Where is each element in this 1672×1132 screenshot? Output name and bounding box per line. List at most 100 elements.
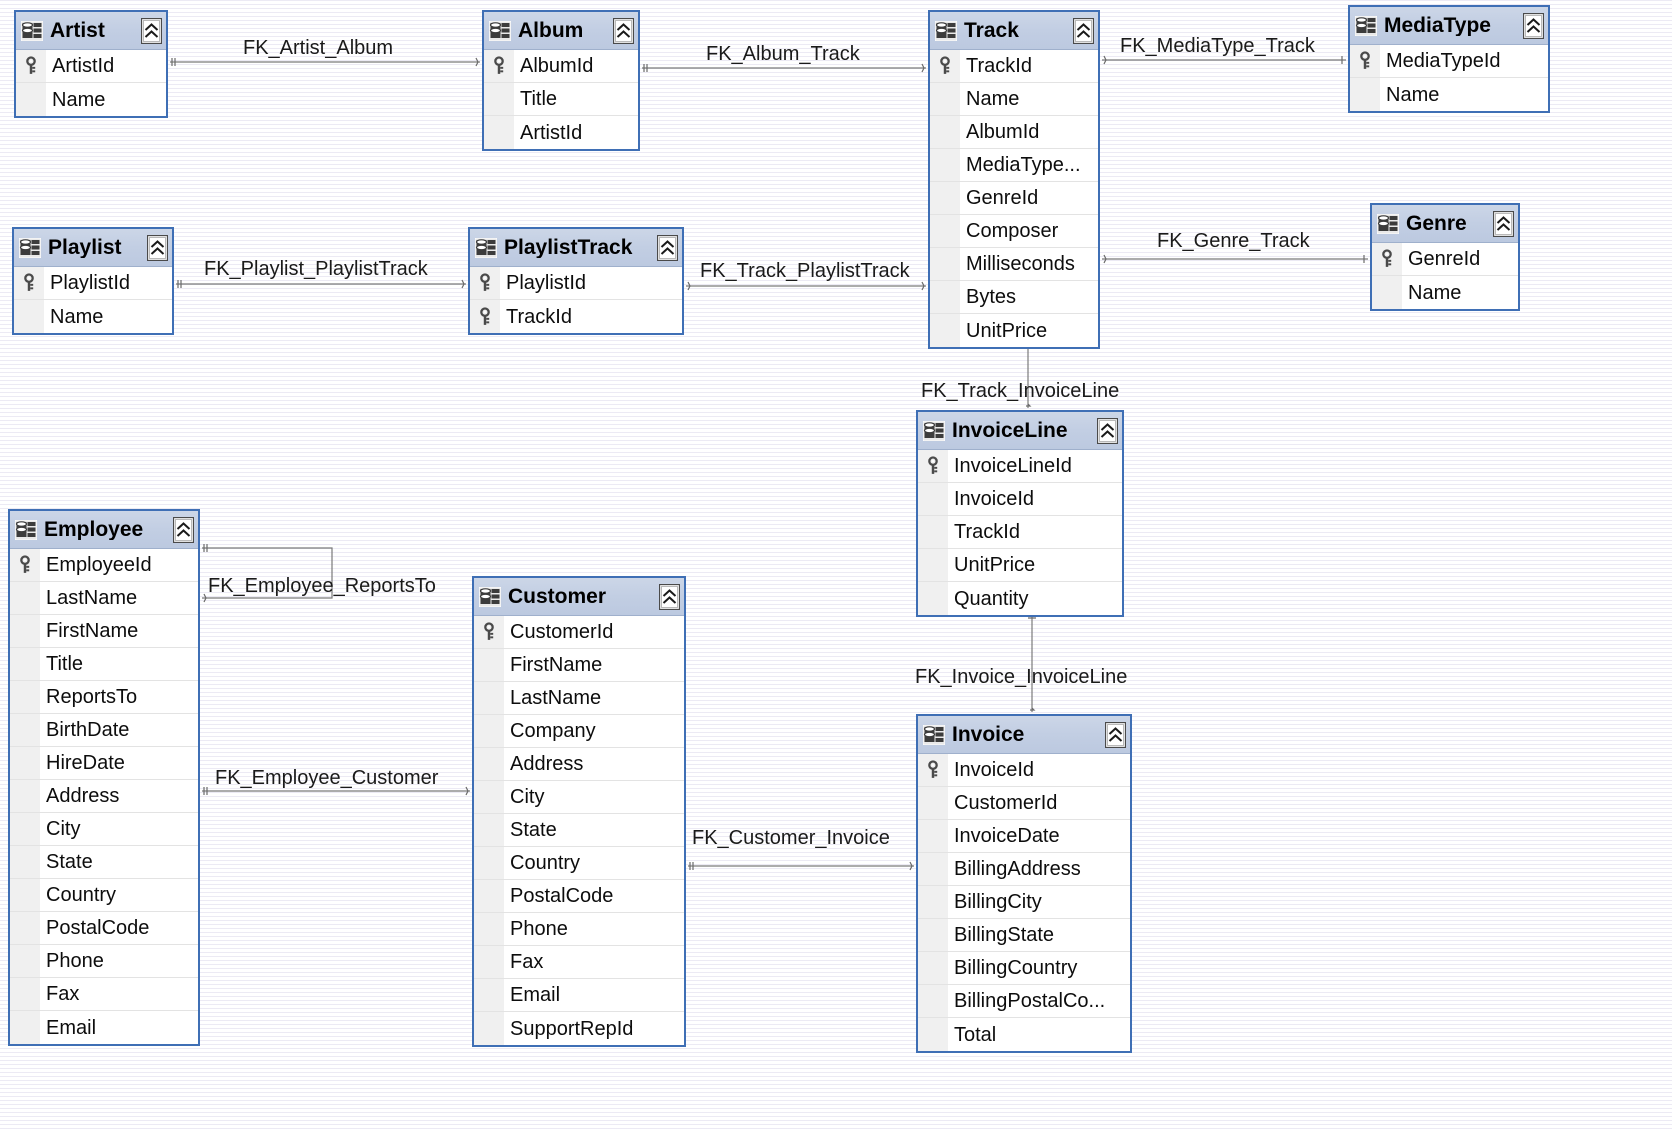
- table-row[interactable]: PlaylistId: [14, 267, 172, 300]
- table-row[interactable]: BirthDate: [10, 714, 198, 747]
- table-row[interactable]: City: [474, 781, 684, 814]
- table-row[interactable]: InvoiceDate: [918, 820, 1130, 853]
- table-row[interactable]: TrackId: [918, 516, 1122, 549]
- double-chevron-up-icon[interactable]: [1492, 210, 1515, 237]
- table-row[interactable]: State: [10, 846, 198, 879]
- table-row[interactable]: GenreId: [1372, 243, 1518, 276]
- table-row[interactable]: EmployeeId: [10, 549, 198, 582]
- double-chevron-up-icon[interactable]: [1522, 12, 1545, 39]
- table-header-track[interactable]: Track: [930, 12, 1098, 50]
- table-row[interactable]: Name: [1350, 78, 1548, 111]
- table-row[interactable]: InvoiceId: [918, 754, 1130, 787]
- table-row[interactable]: Title: [10, 648, 198, 681]
- table-row[interactable]: MediaTypeId: [1350, 45, 1548, 78]
- table-row[interactable]: State: [474, 814, 684, 847]
- table-row[interactable]: BillingPostalCo...: [918, 985, 1130, 1018]
- table-row[interactable]: Total: [918, 1018, 1130, 1051]
- table-header-mediatype[interactable]: MediaType: [1350, 7, 1548, 45]
- table-row[interactable]: InvoiceLineId: [918, 450, 1122, 483]
- double-chevron-up-icon[interactable]: [1104, 721, 1127, 748]
- table-row[interactable]: Fax: [474, 946, 684, 979]
- table-row[interactable]: PostalCode: [474, 880, 684, 913]
- table-row[interactable]: Name: [930, 83, 1098, 116]
- table-header-playlist[interactable]: Playlist: [14, 229, 172, 267]
- table-row[interactable]: UnitPrice: [918, 549, 1122, 582]
- table-row[interactable]: PostalCode: [10, 912, 198, 945]
- table-row[interactable]: TrackId: [470, 300, 682, 333]
- table-header-genre[interactable]: Genre: [1372, 205, 1518, 243]
- table-row[interactable]: Email: [10, 1011, 198, 1044]
- table-row[interactable]: AlbumId: [930, 116, 1098, 149]
- table-row[interactable]: GenreId: [930, 182, 1098, 215]
- relationship-label-fk-invoice-invoiceline[interactable]: FK_Invoice_InvoiceLine: [915, 666, 1128, 688]
- table-row[interactable]: Country: [10, 879, 198, 912]
- table-row[interactable]: PlaylistId: [470, 267, 682, 300]
- table-row[interactable]: MediaType...: [930, 149, 1098, 182]
- table-header-customer[interactable]: Customer: [474, 578, 684, 616]
- table-row[interactable]: Address: [474, 748, 684, 781]
- double-chevron-up-icon[interactable]: [658, 583, 681, 610]
- double-chevron-up-icon[interactable]: [172, 516, 195, 543]
- relationship-label-fk-track-invoiceline[interactable]: FK_Track_InvoiceLine: [921, 380, 1120, 402]
- relationship-label-fk-playlist-playlisttrack[interactable]: FK_Playlist_PlaylistTrack: [204, 258, 428, 280]
- relationship-label-fk-artist-album[interactable]: FK_Artist_Album: [243, 37, 394, 59]
- table-row[interactable]: ArtistId: [484, 116, 638, 149]
- table-row[interactable]: Milliseconds: [930, 248, 1098, 281]
- double-chevron-up-icon[interactable]: [612, 17, 635, 44]
- double-chevron-up-icon[interactable]: [1072, 17, 1095, 44]
- table-row[interactable]: Country: [474, 847, 684, 880]
- table-row[interactable]: InvoiceId: [918, 483, 1122, 516]
- relationship-label-fk-track-playlisttrack[interactable]: FK_Track_PlaylistTrack: [700, 260, 910, 282]
- table-row[interactable]: FirstName: [10, 615, 198, 648]
- table-row[interactable]: Bytes: [930, 281, 1098, 314]
- table-row[interactable]: BillingAddress: [918, 853, 1130, 886]
- table-row[interactable]: BillingCity: [918, 886, 1130, 919]
- table-row[interactable]: ReportsTo: [10, 681, 198, 714]
- table-row[interactable]: TrackId: [930, 50, 1098, 83]
- table-row[interactable]: BillingState: [918, 919, 1130, 952]
- table-row[interactable]: CustomerId: [474, 616, 684, 649]
- table-row[interactable]: Phone: [10, 945, 198, 978]
- table-header-invoice[interactable]: Invoice: [918, 716, 1130, 754]
- table-header-playlisttrack[interactable]: PlaylistTrack: [470, 229, 682, 267]
- table-row[interactable]: Phone: [474, 913, 684, 946]
- relationship-label-fk-album-track[interactable]: FK_Album_Track: [706, 43, 860, 65]
- relationship-label-fk-employee-reportsto[interactable]: FK_Employee_ReportsTo: [208, 575, 436, 597]
- table-row[interactable]: Name: [14, 300, 172, 333]
- double-chevron-up-icon[interactable]: [1096, 417, 1119, 444]
- table-row[interactable]: Quantity: [918, 582, 1122, 615]
- table-row[interactable]: FirstName: [474, 649, 684, 682]
- double-chevron-up-icon[interactable]: [146, 234, 169, 261]
- double-chevron-up-icon[interactable]: [656, 234, 679, 261]
- relationship-label-fk-mediatype-track[interactable]: FK_MediaType_Track: [1120, 35, 1315, 57]
- table-row[interactable]: CustomerId: [918, 787, 1130, 820]
- table-header-invoiceline[interactable]: InvoiceLine: [918, 412, 1122, 450]
- table-row[interactable]: Name: [1372, 276, 1518, 309]
- table-header-album[interactable]: Album: [484, 12, 638, 50]
- table-row[interactable]: ArtistId: [16, 50, 166, 83]
- table-row[interactable]: Fax: [10, 978, 198, 1011]
- relationship-label-fk-customer-invoice[interactable]: FK_Customer_Invoice: [692, 827, 890, 849]
- table-row[interactable]: Composer: [930, 215, 1098, 248]
- table-row[interactable]: Email: [474, 979, 684, 1012]
- table-header-employee[interactable]: Employee: [10, 511, 198, 549]
- table-row[interactable]: LastName: [474, 682, 684, 715]
- table-row[interactable]: LastName: [10, 582, 198, 615]
- table-row[interactable]: HireDate: [10, 747, 198, 780]
- table-row[interactable]: Address: [10, 780, 198, 813]
- table-row[interactable]: UnitPrice: [930, 314, 1098, 347]
- table-row[interactable]: SupportRepId: [474, 1012, 684, 1045]
- table-row[interactable]: City: [10, 813, 198, 846]
- relationship-label-fk-employee-customer[interactable]: FK_Employee_Customer: [215, 767, 439, 789]
